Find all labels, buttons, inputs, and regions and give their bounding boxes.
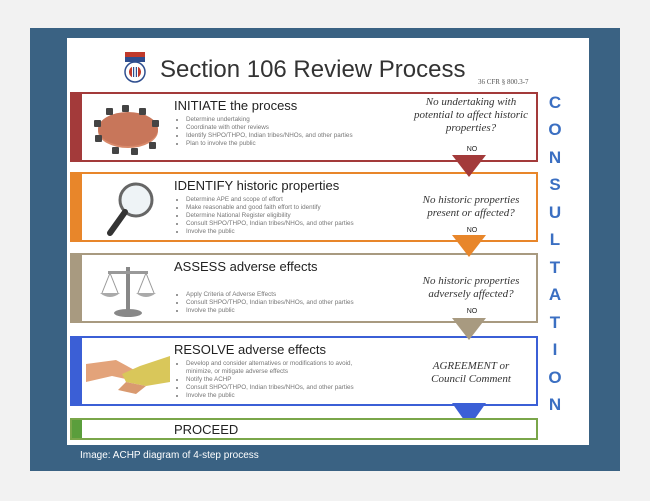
step-initiate: INITIATE the process Determine undertaki…	[70, 92, 538, 162]
bullet: Involve the public	[186, 307, 354, 315]
step-color-bar	[72, 94, 82, 160]
handshake-icon	[86, 356, 170, 394]
step-bullets: Develop and consider alternatives or mod…	[176, 360, 354, 400]
consultation-vertical-label: C O N S U L T A T I O N	[544, 94, 566, 414]
proceed-color-bar	[72, 420, 82, 438]
meeting-table-icon	[94, 105, 159, 155]
bullet: Determine undertaking	[186, 116, 353, 124]
consultation-letter: O	[548, 120, 562, 140]
arrow-down-tan-icon	[452, 318, 486, 340]
bullet: minimize, or mitigate adverse effects	[186, 368, 289, 375]
bullet: Consult SHPO/THPO, Indian tribes/NHOs, a…	[186, 384, 354, 392]
step-resolve: RESOLVE adverse effects Develop and cons…	[70, 336, 538, 406]
step-heading: INITIATE the process	[174, 98, 298, 113]
consultation-letter: U	[548, 202, 562, 222]
consultation-letter: O	[548, 367, 562, 387]
consultation-letter: L	[549, 230, 561, 250]
arrow-down-red-icon	[452, 155, 486, 177]
arrow-down-blue-icon	[452, 403, 486, 427]
proceed-label: PROCEED	[174, 422, 239, 437]
consultation-letter: N	[548, 394, 562, 414]
bullet: Identify SHPO/THPO, Indian tribes/NHOs, …	[186, 132, 353, 140]
step-bullets: Determine APE and scope of effort Make r…	[176, 196, 354, 236]
consultation-letter: T	[549, 312, 561, 332]
consultation-letter: I	[552, 340, 558, 360]
bullet: Consult SHPO/THPO, Indian tribes/NHOs, a…	[186, 299, 354, 307]
decision-answer: NO	[466, 227, 478, 234]
decision-question: No historic properties adversely affecte…	[422, 275, 520, 300]
decision-question: AGREEMENT or Council Comment	[431, 360, 511, 385]
decision-question: No undertaking with potential to affect …	[414, 96, 528, 134]
decision-answer: NO	[466, 146, 478, 153]
page-title: Section 106 Review Process	[160, 56, 466, 83]
step-color-bar	[72, 338, 82, 404]
step-heading: RESOLVE adverse effects	[174, 342, 326, 357]
consultation-letter: N	[548, 147, 562, 167]
step-color-bar	[72, 255, 82, 321]
citation: 36 CFR § 800.3-7	[478, 78, 529, 86]
bullet: Make reasonable and good faith effort to…	[186, 204, 354, 212]
proceed-box: PROCEED	[70, 418, 538, 440]
consultation-letter: A	[548, 285, 562, 305]
step-assess: ASSESS adverse effects Apply Criteria of…	[70, 253, 538, 323]
step-heading: ASSESS adverse effects	[174, 259, 318, 274]
bullet: Coordinate with other reviews	[186, 124, 353, 132]
arrow-down-orange-icon	[452, 235, 486, 257]
bullet: Notify the ACHP	[186, 376, 354, 384]
consultation-letter: S	[549, 175, 561, 195]
step-heading: IDENTIFY historic properties	[174, 178, 340, 193]
scales-icon	[100, 267, 156, 317]
step-bullets: Determine undertaking Coordinate with ot…	[176, 116, 353, 148]
decision-answer: NO	[466, 308, 478, 315]
magnifying-glass-icon	[107, 182, 154, 236]
image-caption: Image: ACHP diagram of 4-step process	[80, 450, 259, 461]
consultation-letter: T	[549, 257, 561, 277]
step-color-bar	[72, 174, 82, 240]
bullet: Involve the public	[186, 392, 354, 400]
bullet: Determine National Register eligibility	[186, 212, 354, 220]
decision-question: No historic properties present or affect…	[422, 194, 520, 219]
bullet: Determine APE and scope of effort	[186, 196, 354, 204]
step-identify: IDENTIFY historic properties Determine A…	[70, 172, 538, 242]
achp-seal-icon	[124, 52, 146, 83]
step-bullets: Apply Criteria of Adverse Effects Consul…	[176, 291, 354, 315]
bullet: Apply Criteria of Adverse Effects	[186, 291, 354, 299]
bullet: Develop and consider alternatives or mod…	[186, 360, 354, 368]
bullet: Consult SHPO/THPO, Indian tribes/NHOs, a…	[186, 220, 354, 228]
consultation-letter: C	[548, 93, 562, 112]
bullet: Plan to involve the public	[186, 140, 353, 148]
bullet: Involve the public	[186, 228, 354, 236]
